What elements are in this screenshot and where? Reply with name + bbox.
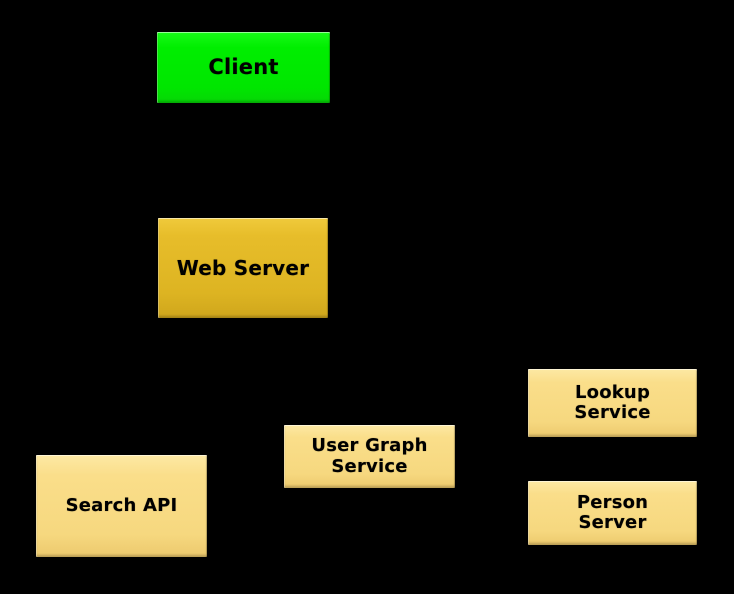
node-label-search-api: Search API	[65, 494, 178, 516]
diagram-node-client[interactable]: Client	[157, 32, 330, 103]
diagram-node-lookup-service[interactable]: Lookup Service	[528, 369, 697, 437]
node-label-client: Client	[208, 54, 279, 79]
node-label-lookup-service: Lookup Service	[574, 381, 651, 423]
diagram-node-web-server[interactable]: Web Server	[158, 218, 328, 318]
node-label-web-server: Web Server	[176, 255, 310, 280]
node-label-person-server: Person Server	[576, 491, 649, 533]
diagram-node-user-graph-service[interactable]: User Graph Service	[284, 425, 455, 488]
diagram-node-person-server[interactable]: Person Server	[528, 481, 697, 545]
diagram-node-search-api[interactable]: Search API	[36, 455, 207, 557]
node-label-user-graph-service: User Graph Service	[311, 435, 428, 477]
